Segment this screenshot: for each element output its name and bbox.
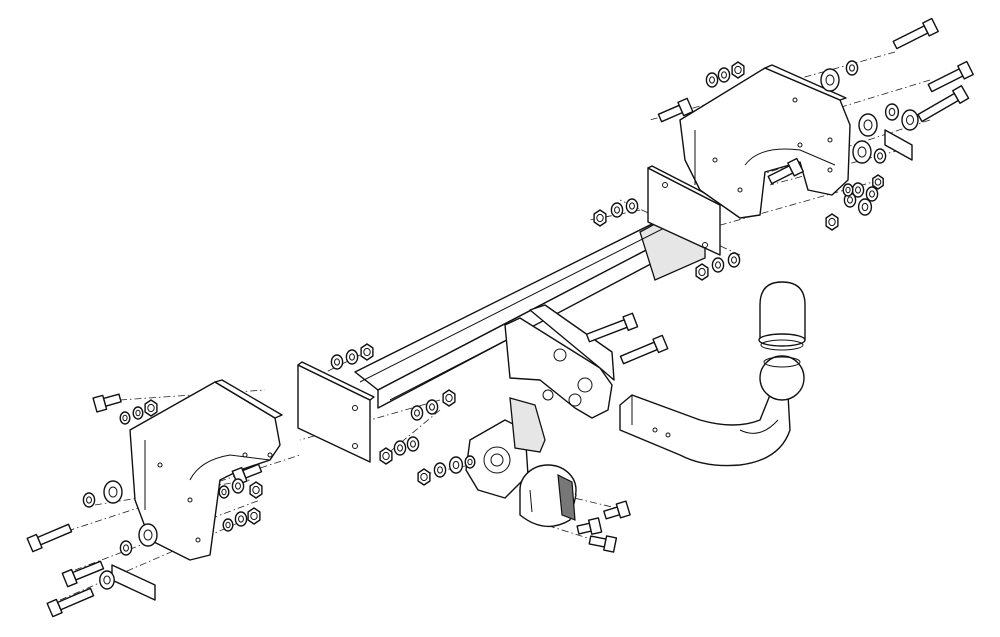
nut	[144, 399, 158, 417]
bolt	[585, 312, 639, 343]
washer	[464, 455, 476, 469]
bolt	[657, 97, 694, 123]
washer	[717, 67, 731, 83]
washer	[901, 109, 919, 131]
washer	[884, 103, 900, 121]
washer	[851, 182, 865, 198]
nut	[247, 507, 261, 525]
nut	[360, 343, 374, 361]
nut	[731, 61, 745, 79]
spacers	[103, 68, 878, 547]
washer	[82, 492, 96, 508]
socket-plate	[465, 397, 546, 499]
bolt	[767, 157, 804, 185]
left-end-plate	[297, 361, 375, 463]
spacer	[103, 480, 123, 504]
nut	[593, 209, 607, 227]
l-plate	[884, 129, 913, 161]
washer	[99, 570, 115, 590]
nut	[825, 213, 839, 231]
washer	[845, 60, 859, 76]
washer	[857, 198, 873, 216]
spacer	[852, 140, 872, 164]
washer	[231, 478, 245, 494]
washer	[119, 411, 131, 425]
l-plates	[111, 129, 913, 601]
washer	[610, 202, 624, 218]
washer	[842, 183, 854, 197]
nut	[695, 263, 709, 281]
tow-ball-neck	[619, 394, 791, 467]
bolt	[927, 60, 974, 93]
washer	[393, 440, 407, 456]
washer	[119, 540, 133, 556]
washer	[330, 354, 344, 370]
washer	[410, 405, 424, 421]
nut	[417, 468, 431, 486]
bolt	[619, 334, 669, 365]
washer	[234, 511, 248, 527]
washer	[625, 198, 639, 214]
right-end-plate	[647, 165, 725, 256]
washer	[727, 252, 741, 268]
bolt	[92, 393, 122, 413]
bolt	[588, 535, 618, 553]
bolt	[603, 500, 631, 520]
bolt	[46, 587, 95, 618]
washer	[448, 456, 464, 474]
bolt	[892, 17, 939, 50]
washer	[218, 485, 230, 499]
bolt	[576, 517, 603, 535]
electrical-socket	[519, 464, 577, 528]
bolt	[61, 560, 105, 588]
washer	[345, 349, 359, 365]
l-plate	[111, 564, 156, 601]
spacer	[858, 113, 878, 137]
nut	[379, 447, 393, 465]
center-mount-plate	[504, 304, 615, 419]
left-mounting-bracket	[129, 379, 283, 561]
tow-ball	[759, 355, 805, 401]
washer	[222, 518, 234, 532]
right-mounting-bracket	[679, 64, 851, 219]
washer	[705, 72, 719, 88]
bolt	[26, 523, 73, 553]
spacer	[138, 523, 158, 547]
washer	[406, 436, 420, 452]
washer	[865, 186, 879, 202]
washer	[873, 148, 887, 164]
nut	[442, 389, 456, 407]
washer	[711, 257, 725, 273]
nut	[249, 481, 263, 499]
bolt	[917, 85, 970, 123]
washer	[425, 399, 439, 415]
tow-ball-cover	[758, 281, 806, 351]
washer	[433, 462, 447, 478]
fasteners	[26, 17, 974, 618]
spacer	[820, 68, 840, 92]
washer	[132, 406, 144, 420]
nut	[872, 174, 884, 190]
